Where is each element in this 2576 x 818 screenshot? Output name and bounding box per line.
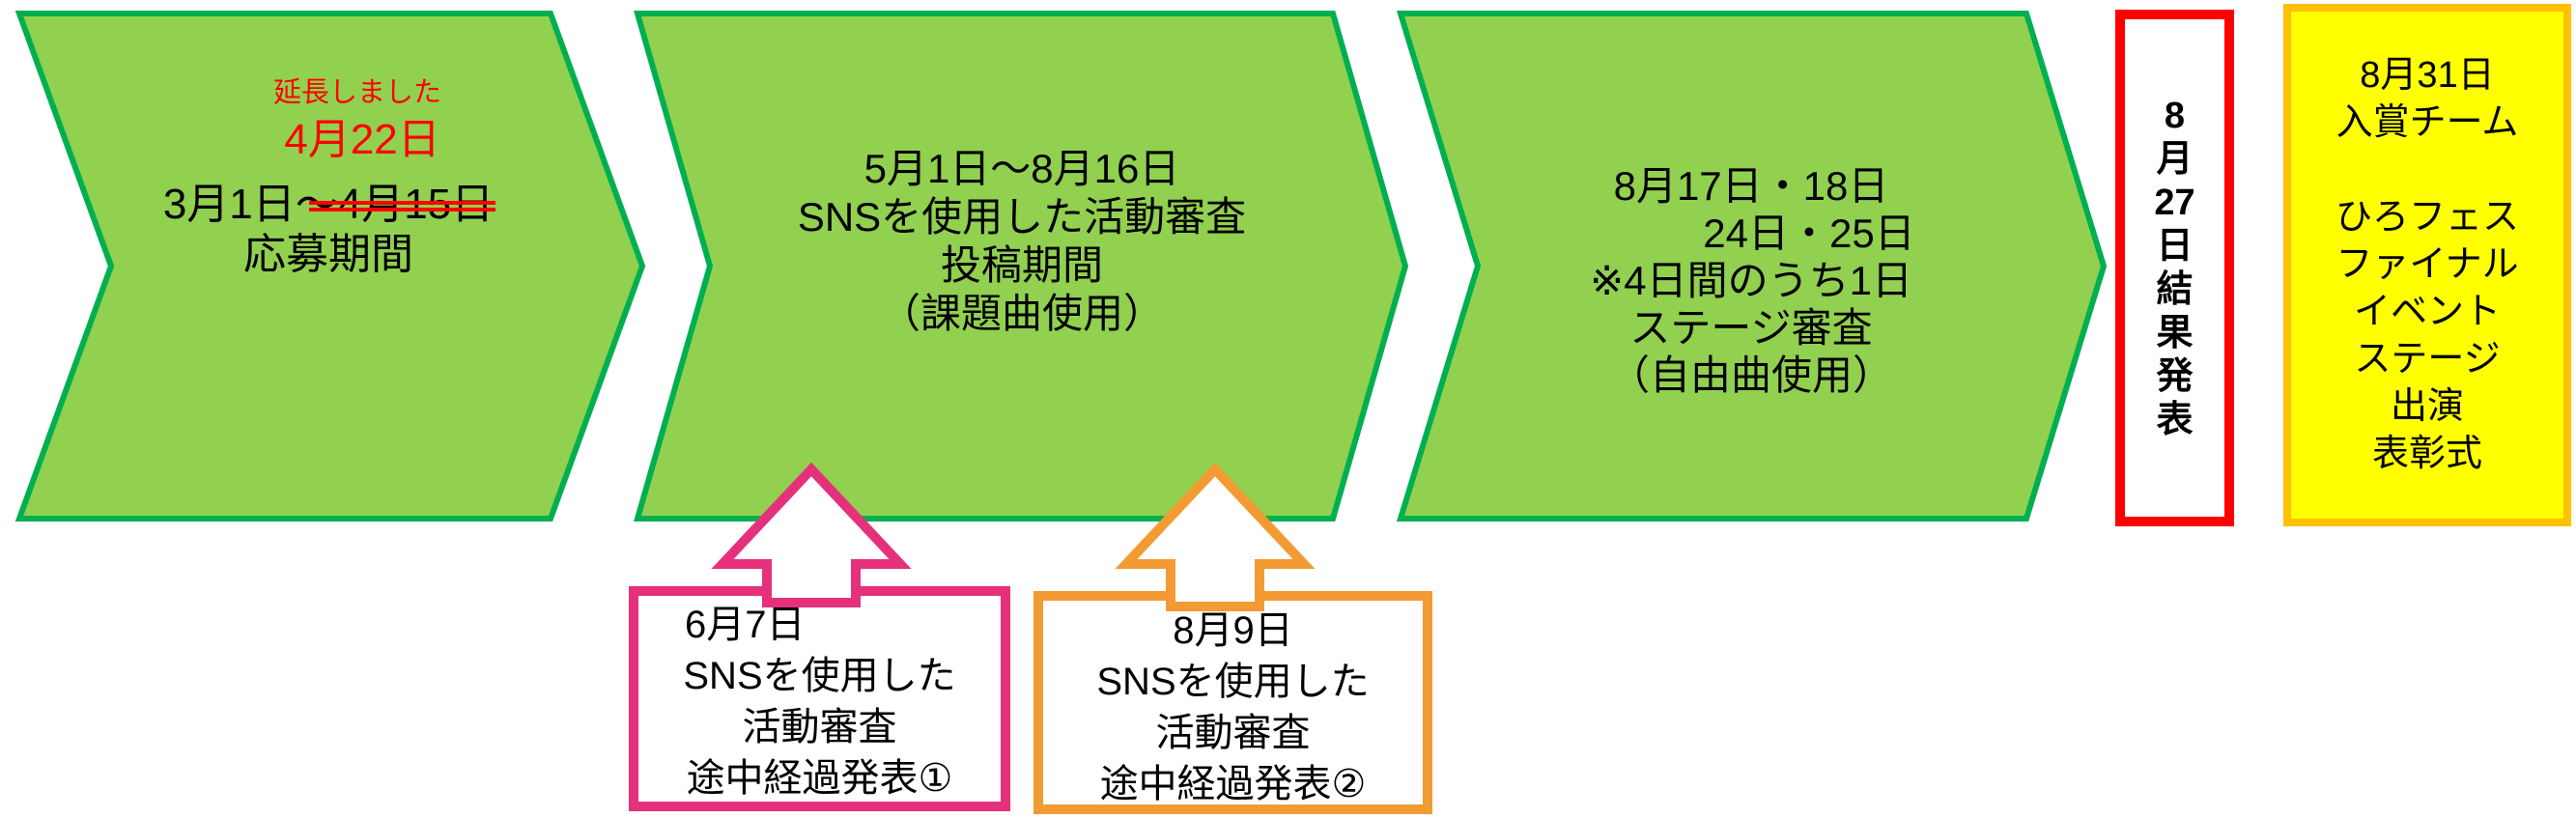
text-line: 8月31日 xyxy=(2360,55,2495,96)
chevron-3-stage-screening xyxy=(1396,11,2108,522)
final-event-box xyxy=(2283,4,2571,526)
text-line: ※4日間のうち1日 xyxy=(1590,258,1912,303)
text-line: 24日・25日 xyxy=(1703,211,1915,256)
text-line: ファイナル xyxy=(2335,244,2519,285)
text-line: （自由曲使用） xyxy=(1608,353,1893,398)
chevron-1-application-period xyxy=(14,11,646,522)
text-line: 途中経過発表② xyxy=(1099,763,1367,805)
text-line: 活動審査 xyxy=(1155,712,1311,754)
new-deadline-date: 4月22日 xyxy=(284,116,440,163)
text-line: SNSを使用した xyxy=(1096,661,1370,703)
interim-announcement-1-text: 6月7日 SNSを使用した活動審査途中経過発表① xyxy=(638,600,1001,804)
text-line: ステージ xyxy=(2354,339,2501,380)
old-deadline-struck: 4月15日 xyxy=(337,181,495,228)
text-line: 果 xyxy=(2156,312,2194,353)
result-announcement-box xyxy=(2115,10,2234,526)
text-line: 表彰式 xyxy=(2371,434,2482,474)
text-line: SNSを使用した活動審査 xyxy=(797,194,1247,240)
application-period-text: 3月1日〜4月15日 応募期間 xyxy=(87,180,570,280)
text-line: 6月7日 xyxy=(685,604,806,646)
text-line: 8月17日・18日 xyxy=(1613,163,1889,209)
text-line: 出演 xyxy=(2390,386,2464,427)
text-line: 5月1日〜8月16日 xyxy=(863,146,1180,191)
callout-box-interim-2 xyxy=(1033,591,1432,814)
application-dates-line: 3月1日〜4月15日 xyxy=(87,180,570,230)
text-line: 月 xyxy=(2156,138,2194,180)
text-line: ステージ審査 xyxy=(1629,305,1873,351)
text-line: 8月9日 xyxy=(1173,609,1293,652)
extension-note: 延長しました xyxy=(272,77,441,108)
text-line: 日 xyxy=(2156,225,2194,267)
text-line xyxy=(2291,147,2563,194)
text-line: 結 xyxy=(2156,268,2194,310)
text-line: 活動審査 xyxy=(742,706,897,748)
text-line: 発 xyxy=(2156,355,2194,397)
text-line: 途中経過発表① xyxy=(686,757,953,800)
final-event-text: 8月31日入賞チーム ひろフェスファイナルイベントステージ出演表彰式 xyxy=(2291,12,2563,519)
text-line: ひろフェス xyxy=(2335,197,2519,238)
text-line: 投稿期間 xyxy=(940,242,1103,288)
text-line: 表 xyxy=(2156,399,2194,440)
text-line: イベント xyxy=(2353,292,2501,332)
text-line: 8 xyxy=(2164,95,2186,136)
text-line: （課題曲使用） xyxy=(879,291,1164,336)
text-line: 27 xyxy=(2154,182,2195,223)
text-line: 入賞チーム xyxy=(2335,102,2519,143)
text-line: SNSを使用した xyxy=(683,655,956,697)
application-period-label: 応募期間 xyxy=(243,231,413,278)
interim-announcement-2-text: 8月9日 SNSを使用した活動審査途中経過発表② xyxy=(1043,606,1423,810)
chevron-2-sns-screening xyxy=(634,11,1409,522)
